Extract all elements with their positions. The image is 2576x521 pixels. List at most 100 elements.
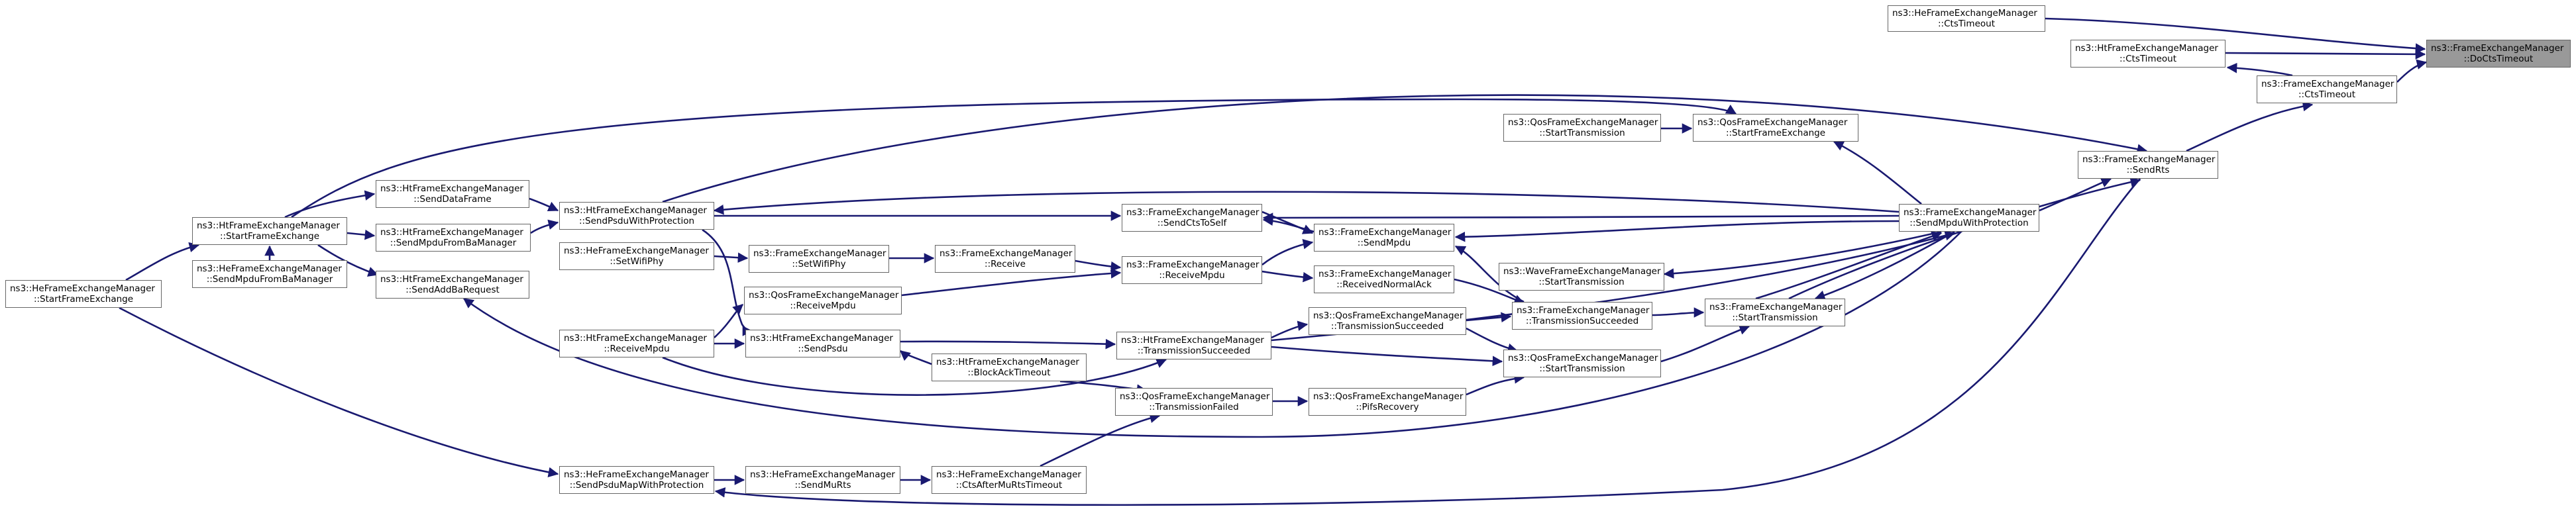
e-receive-to-rcv-mpdu [1075,260,1122,272]
node-line2: ::SendRts [2126,165,2170,175]
node-line1: ns3::QosFrameExchangeManager [1697,117,1848,128]
node-line1: ns3::QosFrameExchangeManager [1313,310,1464,321]
node-ht-receive-mpdu[interactable]: ns3::HtFrameExchangeManager::ReceiveMpdu [559,330,714,357]
node-line1: ns3::FrameExchangeManager [2431,43,2564,54]
e-ht-start-fe-to-mpduba [347,229,376,240]
node-line2: ::ReceiveMpdu [1159,270,1225,281]
node-line1: ns3::HeFrameExchangeManager [1892,8,2037,19]
node-fem-cts-timeout[interactable]: ns3::FrameExchangeManager::CtsTimeout [2257,75,2397,103]
e-qosstart-right-to-fem-start [1660,324,1750,363]
e-send-rts-to-psdu-map [714,178,2141,506]
node-line2: ::SendMuRts [794,480,851,491]
node-he-send-mu-rts[interactable]: ns3::HeFrameExchangeManager::SendMuRts [745,466,900,494]
node-line2: ::TransmissionSucceeded [1137,346,1251,356]
e-succ-to-fem-start [1652,307,1705,318]
node-qos-pifs-recovery[interactable]: ns3::QosFrameExchangeManager::PifsRecove… [1309,388,1466,416]
node-line1: ns3::HtFrameExchangeManager [564,333,707,344]
node-line2: ::CtsTimeout [1938,19,1995,29]
node-fem-receive-mpdu[interactable]: ns3::FrameExchangeManager::ReceiveMpdu [1122,256,1262,284]
node-ht-send-psdu-with-protection[interactable]: ns3::HtFrameExchangeManager::SendPsduWit… [559,202,714,230]
node-line2: ::DoCtsTimeout [2463,54,2534,64]
node-he-set-wifi-phy[interactable]: ns3::HeFrameExchangeManager::SetWifiPhy [559,242,714,270]
node-line1: ns3::FrameExchangeManager [2082,154,2216,165]
node-fem-send-mpdu-with-protection[interactable]: ns3::FrameExchangeManager::SendMpduWithP… [1899,204,2039,232]
node-he-send-mpdu-from-ba-manager[interactable]: ns3::HeFrameExchangeManager::SendMpduFro… [192,260,347,288]
node-line1: ns3::HtFrameExchangeManager [380,183,523,194]
node-line2: ::SendPsduMapWithProtection [569,480,704,491]
node-ht-cts-timeout[interactable]: ns3::HtFrameExchangeManager::CtsTimeout [2070,40,2226,68]
node-fem-set-wifi-phy[interactable]: ns3::FrameExchangeManager::SetWifiPhy [749,245,889,273]
node-line2: ::SendMpduFromBaManager [390,238,517,248]
node-he-cts-timeout[interactable]: ns3::HeFrameExchangeManager::CtsTimeout [1888,5,2045,32]
node-wave-start-transmission[interactable]: ns3::WaveFrameExchangeManager::StartTran… [1499,263,1664,291]
node-ht-start-frame-exchange[interactable]: ns3::HtFrameExchangeManager::StartFrameE… [192,217,347,245]
node-qos-transmission-failed[interactable]: ns3::QosFrameExchangeManager::Transmissi… [1115,388,1273,416]
node-ht-send-mpdu-from-ba-manager[interactable]: ns3::HtFrameExchangeManager::SendMpduFro… [376,224,531,252]
node-do-cts-timeout[interactable]: ns3::FrameExchangeManager::DoCtsTimeout [2426,40,2571,68]
e-ht-rcv-to-qos-rcv [714,304,743,338]
e-ht-succ-to-qos-succ [1271,320,1309,339]
node-fem-transmission-succeeded[interactable]: ns3::FrameExchangeManager::TransmissionS… [1512,302,1652,330]
e-ht-rcv-to-ht-succ [662,356,1167,396]
node-ht-send-data-frame[interactable]: ns3::HtFrameExchangeManager::SendDataFra… [376,180,529,208]
e-mpdu-wp-to-qos-fe [1833,140,1922,205]
e-mpdu-wp-to-send-rts [2039,177,2112,212]
node-line2: ::SendCtsToSelf [1157,218,1227,228]
e-mpdu-wp-to-send-mpdu [1454,220,1900,242]
node-ht-transmission-succeeded[interactable]: ns3::HtFrameExchangeManager::Transmissio… [1116,332,1271,359]
node-line1: ns3::FrameExchangeManager [1709,302,1843,312]
e-ht-start-fe-to-addba [317,244,379,277]
node-he-start-frame-exchange[interactable]: ns3::HeFrameExchangeManager::StartFrameE… [5,280,162,308]
node-line1: ns3::QosFrameExchangeManager [1313,391,1464,402]
node-line2: ::StartFrameExchange [219,231,320,242]
node-fem-receive[interactable]: ns3::FrameExchangeManager::Receive [935,245,1075,273]
node-line1: ns3::FrameExchangeManager [1517,305,1650,316]
node-line2: ::StartTransmission [1538,277,1625,287]
node-line1: ns3::FrameExchangeManager [1318,269,1452,279]
e-fem-start-to-send-rts [1788,177,2141,300]
node-fem-send-cts-to-self[interactable]: ns3::FrameExchangeManager::SendCtsToSelf [1122,204,1262,232]
node-qos-start-transmission-right[interactable]: ns3::QosFrameExchangeManager::StartTrans… [1503,350,1661,377]
node-line1: ns3::HtFrameExchangeManager [936,357,1079,367]
node-he-send-psdu-map-with-protection[interactable]: ns3::HeFrameExchangeManager::SendPsduMap… [559,466,714,494]
node-line1: ns3::FrameExchangeManager [1126,207,1260,218]
node-line2: ::StartFrameExchange [1725,128,1826,138]
node-line2: ::TransmissionFailed [1149,402,1239,412]
node-qos-receive-mpdu[interactable]: ns3::QosFrameExchangeManager::ReceiveMpd… [744,287,902,314]
e-ht-succ-to-qosstart-r [1271,346,1503,367]
e-qos-rcv-to-rcv-mpdu [901,268,1122,297]
node-line1: ns3::HtFrameExchangeManager [750,333,893,344]
node-line1: ns3::HeFrameExchangeManager [197,263,342,274]
node-line2: ::TransmissionSucceeded [1330,321,1444,332]
node-fem-start-transmission[interactable]: ns3::FrameExchangeManager::StartTransmis… [1705,299,1845,326]
node-line1: ns3::FrameExchangeManager [1318,227,1452,238]
node-line2: ::SendDataFrame [413,194,492,205]
e-ackrecv-to-fem-succ [1454,278,1525,305]
node-qos-start-frame-exchange[interactable]: ns3::QosFrameExchangeManager::StartFrame… [1693,114,1858,142]
node-line1: ns3::FrameExchangeManager [753,248,886,259]
node-ht-send-psdu[interactable]: ns3::HtFrameExchangeManager::SendPsdu [745,330,900,357]
node-qos-start-transmission-left[interactable]: ns3::QosFrameExchangeManager::StartTrans… [1503,114,1661,142]
node-qos-transmission-succeeded[interactable]: ns3::QosFrameExchangeManager::Transmissi… [1309,307,1466,335]
node-line2: ::CtsTimeout [2120,54,2176,64]
node-line1: ns3::QosFrameExchangeManager [1120,391,1270,402]
node-line1: ns3::HeFrameExchangeManager [10,283,155,294]
e-ht-psdu-to-ht-succ [900,338,1116,350]
e-ht-cts-to-docts [2225,49,2426,60]
node-ht-send-addba-request[interactable]: ns3::HtFrameExchangeManager::SendAddBaRe… [376,271,529,299]
node-line1: ns3::HtFrameExchangeManager [380,227,523,238]
node-line1: ns3::HtFrameExchangeManager [197,220,340,231]
node-line1: ns3::HeFrameExchangeManager [564,246,709,256]
node-fem-send-rts[interactable]: ns3::FrameExchangeManager::SendRts [2078,151,2218,179]
node-he-cts-after-mu-rts-timeout[interactable]: ns3::HeFrameExchangeManager::CtsAfterMuR… [932,466,1087,494]
node-line2: ::SendMpdu [1357,238,1411,248]
node-line1: ns3::HtFrameExchangeManager [2075,43,2218,54]
node-line2: ::CtsTimeout [2298,89,2355,100]
node-ht-block-ack-timeout[interactable]: ns3::HtFrameExchangeManager::BlockAckTim… [932,354,1087,381]
node-line1: ns3::HtFrameExchangeManager [1121,335,1264,346]
node-line2: ::SendPsdu [798,344,848,354]
node-fem-received-normal-ack[interactable]: ns3::FrameExchangeManager::ReceivedNorma… [1314,265,1454,293]
node-fem-send-mpdu[interactable]: ns3::FrameExchangeManager::SendMpdu [1314,224,1454,252]
node-line2: ::StartTransmission [1732,312,1818,323]
